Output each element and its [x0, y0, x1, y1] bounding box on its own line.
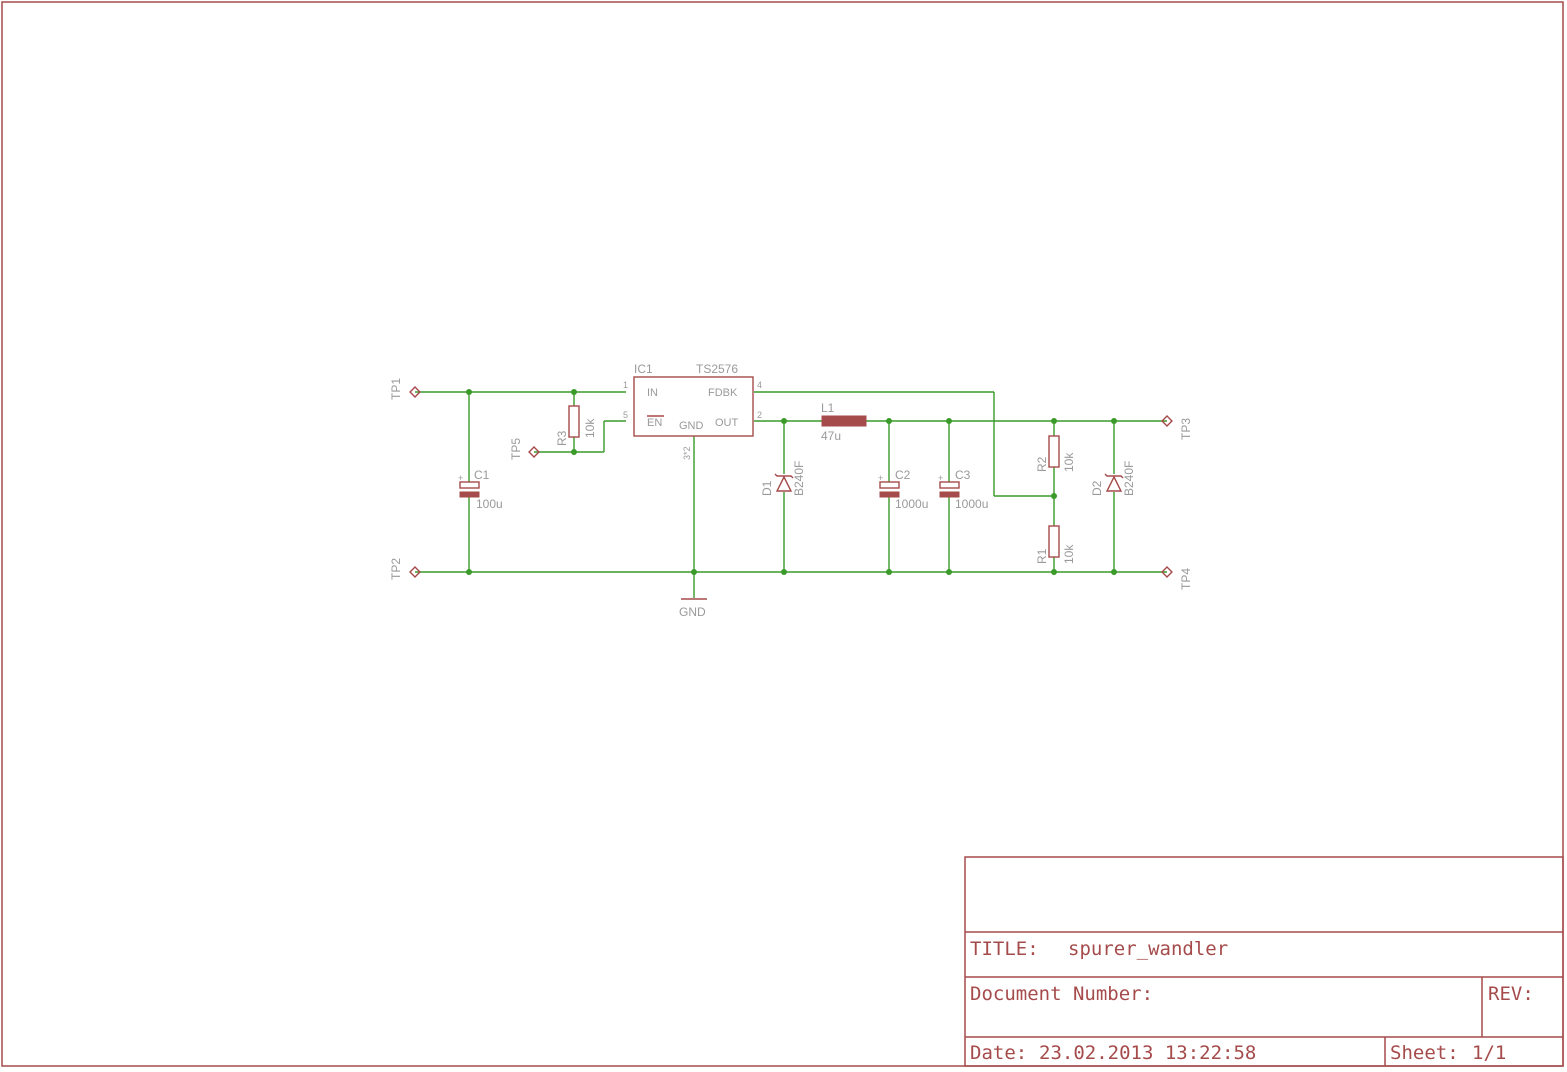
rev-label: REV:	[1488, 983, 1534, 1005]
c2-plus: +	[878, 473, 883, 483]
sheet-label: Sheet:	[1390, 1042, 1459, 1064]
c1-name: C1	[474, 468, 490, 482]
sheet-value: 1/1	[1472, 1042, 1506, 1064]
ic1-pin-out: OUT	[715, 417, 739, 429]
d2-name: D2	[1090, 480, 1104, 496]
tp2-label: TP2	[389, 558, 403, 580]
tp5-label: TP5	[509, 438, 523, 460]
diode-d2[interactable]: D2 B240F	[1090, 461, 1136, 496]
ground-symbol[interactable]: GND	[679, 598, 707, 619]
ic1-pin-fdbk: FDBK	[708, 387, 738, 399]
ic1-pinnum-2: 2	[757, 410, 762, 420]
c1-plus: +	[458, 473, 463, 483]
r2-name: R2	[1035, 456, 1049, 472]
tp1-label: TP1	[389, 378, 403, 400]
testpoint-tp1[interactable]: TP1	[389, 378, 421, 400]
r3-value: 10k	[583, 418, 597, 438]
r3-name: R3	[555, 430, 569, 446]
date-label: Date:	[970, 1042, 1027, 1064]
resistor-r2[interactable]: R2 10k	[1035, 435, 1076, 472]
ic1-pinnum-3: 3*2	[682, 446, 692, 460]
c3-plus: +	[938, 473, 943, 483]
testpoint-tp4[interactable]: TP4	[1161, 566, 1193, 590]
d1-value: B240F	[792, 461, 806, 496]
ic1-pin-en: EN	[647, 417, 662, 429]
r1-name: R1	[1035, 548, 1049, 564]
date-value: 23.02.2013 13:22:58	[1039, 1042, 1256, 1064]
capacitor-c1[interactable]: + C1 100u	[458, 468, 503, 511]
document-number-label: Document Number:	[970, 983, 1153, 1005]
tp4-label: TP4	[1179, 568, 1193, 590]
l1-value: 47u	[821, 429, 841, 443]
c2-value: 1000u	[895, 497, 928, 511]
junction-dots	[466, 389, 1117, 575]
ic1-pin-gnd: GND	[679, 420, 704, 432]
testpoint-tp2[interactable]: TP2	[389, 558, 421, 580]
l1-name: L1	[821, 401, 835, 415]
c2-name: C2	[895, 468, 911, 482]
diode-d1[interactable]: D1 B240F	[760, 461, 806, 496]
gnd-label: GND	[679, 605, 706, 619]
testpoint-tp5[interactable]: TP5	[509, 438, 540, 460]
r1-value: 10k	[1062, 544, 1076, 564]
ic1-pinnum-1: 1	[623, 380, 628, 390]
wires	[415, 391, 1167, 598]
inductor-l1[interactable]: L1 47u	[821, 401, 867, 443]
d2-value: B240F	[1122, 461, 1136, 496]
ic1-pinnum-4: 4	[757, 380, 762, 390]
ic1-value: TS2576	[696, 362, 738, 376]
testpoint-tp3[interactable]: TP3	[1161, 415, 1193, 440]
title-label: TITLE:	[970, 938, 1039, 960]
c1-value: 100u	[476, 497, 503, 511]
c3-name: C3	[955, 468, 971, 482]
tp3-label: TP3	[1179, 418, 1193, 440]
ic1-pinnum-5: 5	[623, 410, 628, 420]
ic1-body	[633, 376, 754, 437]
capacitor-c2[interactable]: + C2 1000u	[878, 468, 928, 511]
r2-value: 10k	[1062, 452, 1076, 472]
title-block: TITLE: spurer_wandler Document Number: R…	[964, 856, 1564, 1067]
d1-name: D1	[760, 480, 774, 496]
resistor-r3[interactable]: R3 10k	[555, 405, 597, 446]
title-value: spurer_wandler	[1068, 938, 1228, 960]
capacitor-c3[interactable]: + C3 1000u	[938, 468, 988, 511]
resistor-r1[interactable]: R1 10k	[1035, 525, 1076, 564]
ic1-pin-in: IN	[647, 387, 658, 399]
ic1-name: IC1	[634, 362, 653, 376]
c3-value: 1000u	[955, 497, 988, 511]
ic1-ts2576[interactable]: IC1 TS2576 IN EN GND FDBK OUT 1 5 4 2 3*…	[623, 362, 762, 460]
